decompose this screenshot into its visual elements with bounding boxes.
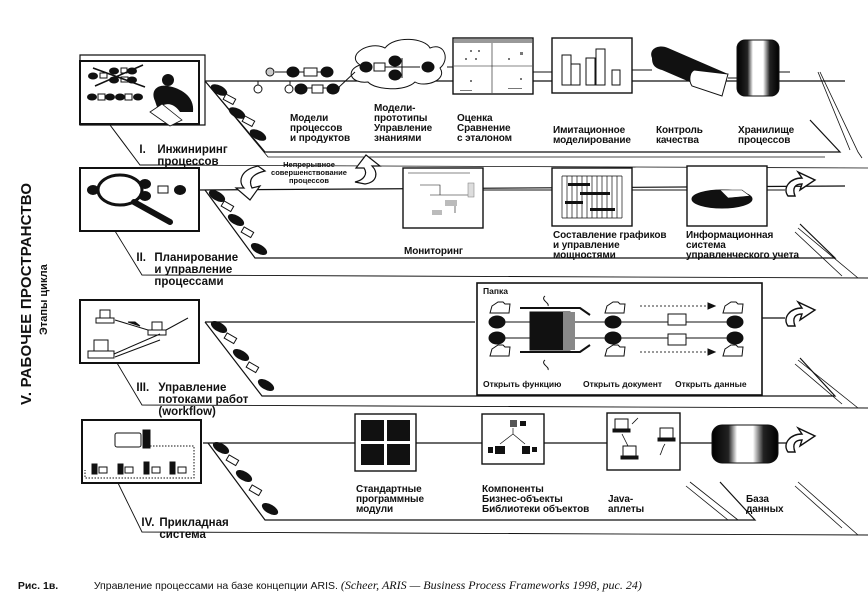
stage-4-up-arrow-icon: [785, 426, 817, 453]
document-icon: [640, 302, 717, 356]
workspace-title: V. РАБОЧЕЕ ПРОСТРАНСТВО: [18, 182, 35, 405]
stage-2-number: II.: [136, 252, 146, 264]
magnifier-icon: [87, 173, 186, 225]
label-open-document: Открыть документ: [583, 379, 662, 389]
label-standard-modules: Стандартные программные модули: [356, 484, 424, 515]
database-cylinder-icon: [711, 424, 779, 464]
label-prototype-models: Модели- прототипы Управление знаниями: [374, 103, 433, 144]
label-components: Компоненты Бизнес-объекты Библиотеки объ…: [482, 484, 590, 515]
label-management-accounting: Информационная система управленческого у…: [686, 230, 799, 261]
label-benchmark: Оценка Сравнение с эталоном: [457, 113, 512, 144]
stage-3-title: III. Управление потоками работ (workflow): [130, 370, 248, 418]
gantt-chart-icon: [551, 167, 633, 227]
label-open-data: Открыть данные: [675, 379, 747, 389]
stage-1-title: I. Инжиниринг процессов: [133, 132, 228, 168]
networked-computers-icon: [87, 309, 189, 359]
label-quality-control: Контроль качества: [656, 125, 703, 146]
function-icon: [520, 295, 591, 371]
stage-4-title: IV. Прикладная система: [135, 505, 229, 541]
label-folder: Папка: [483, 286, 508, 296]
stage-2-process-chain: [208, 190, 268, 255]
pipe-icon: [651, 46, 729, 97]
stage-4-process-chain: [212, 442, 279, 515]
figure-number: Рис. 1в.: [17, 580, 59, 592]
label-process-repository: Хранилище процессов: [738, 125, 795, 146]
label-process-product-models: Модели процессов и продуктов: [290, 113, 351, 144]
stage-3-number: III.: [136, 382, 150, 394]
label-scheduling: Составление графиков и управление мощнос…: [553, 230, 667, 261]
stage-1-number: I.: [139, 144, 146, 156]
label-open-function: Открыть функцию: [483, 379, 562, 389]
stage-1-name: Инжиниринг процессов: [157, 144, 228, 168]
stage-4-number: IV.: [141, 517, 155, 529]
cloud-prototype-icon: [350, 38, 446, 90]
process-chain-icon: [253, 66, 340, 95]
figure-caption: Рис. 1в. Управление процессами на базе ко…: [12, 566, 642, 593]
label-monitoring: Мониторинг: [404, 246, 463, 257]
caption-source: (Scheer, ARIS — Business Process Framewo…: [340, 578, 642, 592]
benchmark-screen-icon: [452, 37, 534, 95]
pie-chart-icon: [686, 165, 768, 227]
label-java-applets: Java- аплеты: [608, 494, 645, 515]
stage-2-up-arrow-icon: [785, 170, 817, 197]
folder-icon: [489, 301, 744, 357]
stage-4-name: Прикладная система: [159, 517, 229, 541]
engineer-at-desk-icon: [79, 60, 200, 127]
caption-text: Управление процессами на базе концепции …: [93, 580, 341, 592]
stage-2-title: II. Планирование и управление процессами: [130, 240, 238, 288]
stage-2-name: Планирование и управление процессами: [154, 252, 239, 288]
label-simulation: Имитационное моделирование: [553, 125, 631, 146]
cycle-arrows-icon: [234, 154, 382, 201]
stage-3-up-arrow-icon: [785, 300, 817, 327]
label-database: База данных: [746, 494, 784, 515]
stage-3-process-chain: [210, 321, 275, 391]
cycle-stages-subtitle: Этапы цикла: [38, 264, 50, 335]
continuous-improvement-label: Непрерывное совершенствование процессов: [271, 160, 347, 185]
stage-3-name: Управление потоками работ (workflow): [158, 382, 249, 418]
workflow-panel: [476, 282, 763, 396]
java-applet-icon: [606, 412, 681, 471]
monitor-screen-icon: [402, 167, 484, 229]
bar-chart-icon: [551, 37, 633, 94]
stage-1-process-chain: [210, 84, 267, 141]
repository-cylinder-icon: [337, 39, 790, 97]
object-tree-icon: [481, 413, 545, 465]
stage-2-plane: [79, 167, 868, 279]
modules-grid-icon: [354, 413, 417, 472]
client-server-icon: [84, 429, 195, 479]
